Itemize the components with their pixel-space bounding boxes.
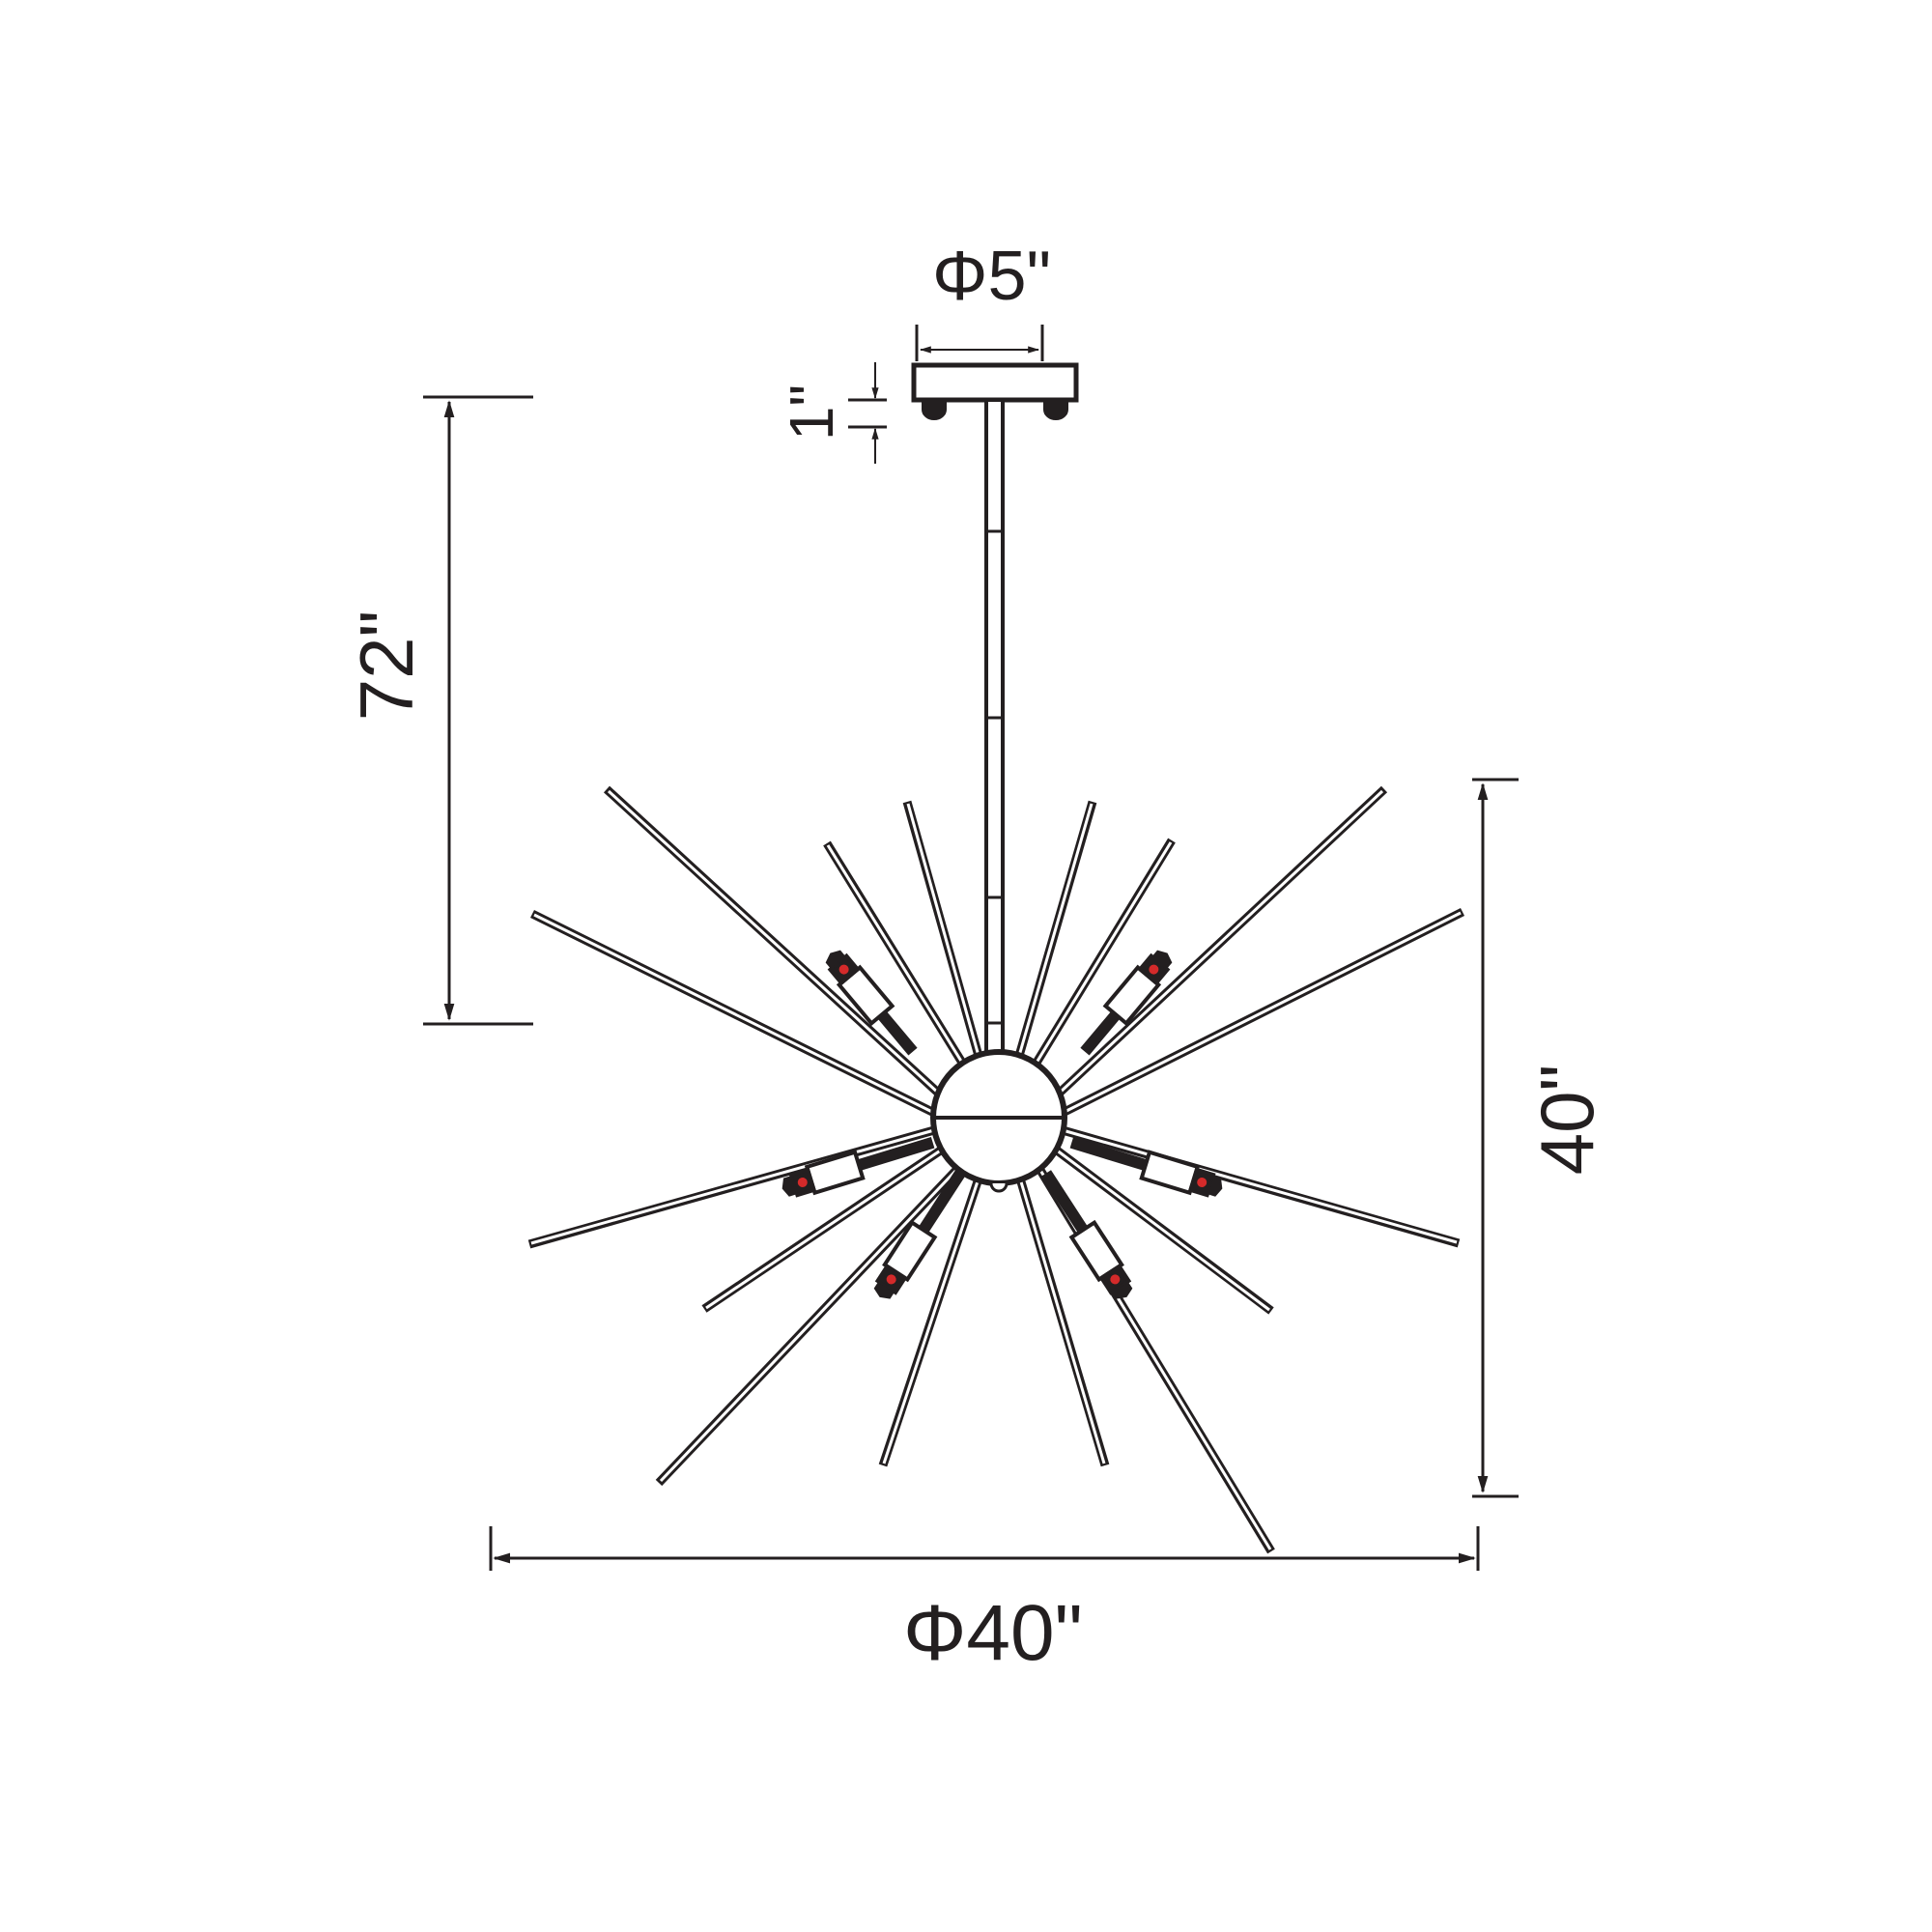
lamp-socket (1080, 950, 1173, 1056)
lamp-sockets (781, 950, 1223, 1299)
canopy-diameter-label: Φ5" (932, 238, 1052, 315)
dimension-fixture-diameter (489, 1526, 1480, 1571)
overall-length-label: 72" (344, 610, 429, 722)
finial (989, 1182, 1009, 1193)
fixture-diameter-label: Φ40" (903, 1589, 1083, 1677)
dimension-fixture-height (1472, 778, 1519, 1498)
lamp-socket (781, 1137, 935, 1198)
lamp-socket (1040, 1170, 1133, 1299)
lamp-socket (873, 1170, 966, 1299)
dimension-overall-length (423, 395, 533, 1026)
canopy-screw-left (922, 399, 947, 420)
fixture-height-label: 40" (1524, 1064, 1609, 1176)
canopy-height-label: 1" (777, 384, 846, 441)
canopy-screw-right (1043, 399, 1068, 420)
lamp-socket (1069, 1137, 1223, 1198)
dimension-canopy-diameter (915, 325, 1044, 361)
dimension-canopy-height (848, 362, 887, 464)
lamp-socket (825, 950, 918, 1056)
downrod (984, 398, 1005, 1055)
rods (527, 785, 1465, 1554)
rod-core (530, 789, 1462, 1550)
center-sphere (930, 1049, 1067, 1193)
